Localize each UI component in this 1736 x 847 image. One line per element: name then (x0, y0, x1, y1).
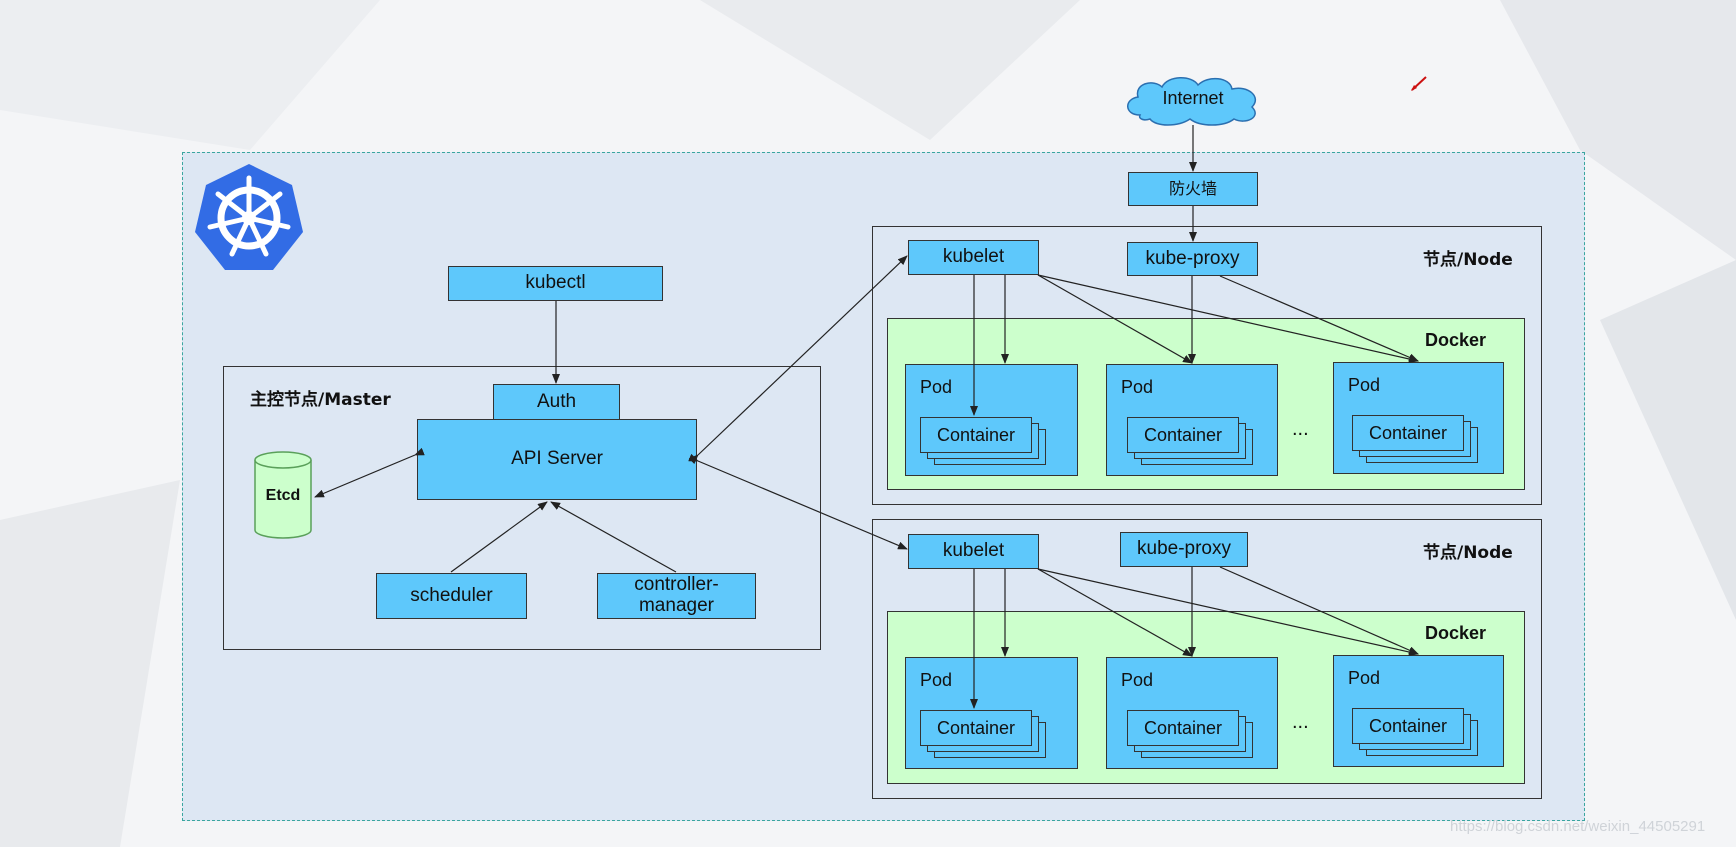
pod-1-2: Pod Container (1106, 364, 1278, 476)
container-box: Container (1127, 710, 1239, 746)
database-icon (254, 451, 312, 539)
container-label: Container (1143, 717, 1223, 738)
pod-1-1: Pod Container (905, 364, 1078, 476)
kube-proxy-box-1: kube-proxy (1127, 242, 1258, 276)
pod-2-2: Pod Container (1106, 657, 1278, 769)
node-2-title: 节点/Node (1423, 543, 1513, 563)
firewall-label: 防火墙 (1168, 179, 1217, 199)
auth-label: Auth (536, 390, 577, 412)
auth-box: Auth (493, 384, 620, 420)
watermark: https://blog.csdn.net/weixin_44505291 (1450, 818, 1706, 835)
kubelet-label-1: kubelet (942, 246, 1005, 268)
scheduler-box: scheduler (376, 573, 527, 619)
kubectl-box: kubectl (448, 266, 663, 301)
pod-label: Pod (1348, 668, 1381, 688)
container-box: Container (920, 417, 1032, 453)
cloud-icon (1127, 77, 1257, 126)
ellipsis-1: ... (1292, 418, 1309, 440)
pod-label: Pod (1121, 670, 1154, 690)
pod-2-3: Pod Container (1333, 655, 1504, 767)
kubectl-label: kubectl (525, 272, 586, 294)
firewall-box: 防火墙 (1128, 172, 1258, 206)
etcd-label: Etcd (265, 487, 301, 504)
container-box: Container (1352, 708, 1464, 744)
kubelet-label-2: kubelet (942, 540, 1005, 562)
container-box: Container (920, 710, 1032, 746)
controller-manager-label: controller- manager (634, 574, 719, 616)
pod-label: Pod (1121, 377, 1154, 397)
kube-proxy-label-1: kube-proxy (1145, 247, 1240, 269)
container-label: Container (1143, 424, 1223, 445)
container-label: Container (936, 717, 1016, 738)
ellipsis-2: ... (1292, 711, 1309, 733)
api-server-box: API Server (417, 419, 697, 500)
master-title: 主控节点/Master (250, 390, 391, 410)
kube-proxy-box-2: kube-proxy (1120, 532, 1248, 567)
docker-label-1: Docker (1425, 330, 1487, 350)
kubelet-box-1: kubelet (908, 240, 1039, 275)
container-label: Container (936, 424, 1016, 445)
container-label: Container (1368, 422, 1448, 443)
controller-manager-box: controller- manager (597, 573, 756, 619)
scheduler-label: scheduler (410, 584, 493, 606)
container-box: Container (1127, 417, 1239, 453)
container-box: Container (1352, 415, 1464, 451)
api-server-label: API Server (511, 448, 603, 470)
kubernetes-logo-icon (195, 164, 303, 270)
kube-proxy-label-2: kube-proxy (1137, 538, 1231, 560)
container-label: Container (1368, 715, 1448, 736)
pod-2-1: Pod Container (905, 657, 1078, 769)
pod-1-3: Pod Container (1333, 362, 1504, 474)
docker-label-2: Docker (1425, 623, 1487, 643)
pod-label: Pod (920, 377, 953, 397)
pod-label: Pod (1348, 375, 1381, 395)
pen-icon (1411, 76, 1427, 91)
internet-label: Internet (1162, 88, 1224, 108)
node-1-title: 节点/Node (1423, 250, 1513, 270)
kubelet-box-2: kubelet (908, 534, 1039, 569)
node-panel-2 (872, 519, 1542, 799)
pod-label: Pod (920, 670, 953, 690)
